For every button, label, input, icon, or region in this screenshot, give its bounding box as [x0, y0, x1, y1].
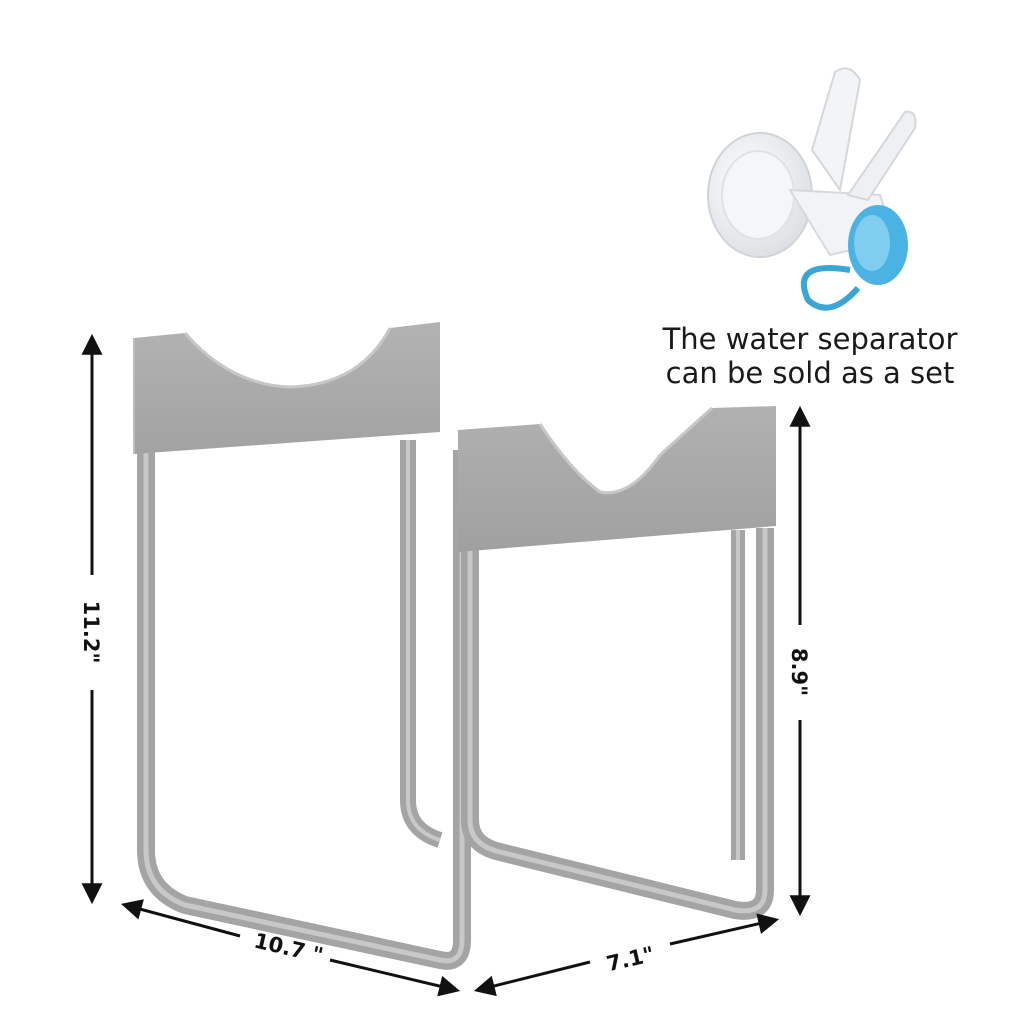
caption: The water separator can be sold as a set	[640, 322, 980, 390]
rear-frame	[133, 322, 471, 970]
caption-line-2: can be sold as a set	[665, 356, 955, 390]
height-right-label: 8.9"	[787, 648, 811, 696]
height-left-label: 11.2"	[79, 601, 103, 664]
depth-label: 7.1"	[604, 942, 656, 976]
caption-line-1: The water separator	[662, 322, 958, 356]
front-frame	[458, 406, 776, 920]
dimension-arrows	[81, 333, 811, 997]
water-separator-image	[707, 67, 917, 311]
